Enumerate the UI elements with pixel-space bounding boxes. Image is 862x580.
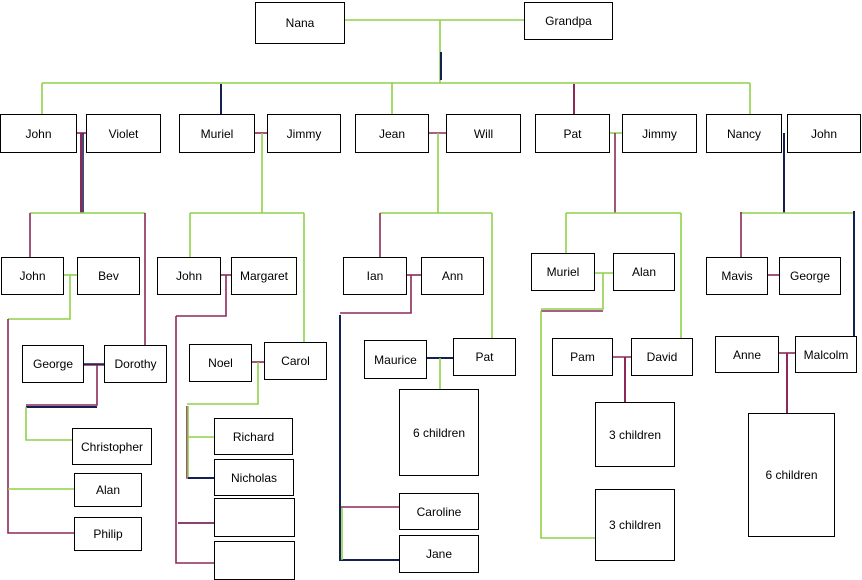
- person-pam: Pam: [552, 338, 613, 376]
- person-anne: Anne: [715, 336, 779, 373]
- person-bev: Bev: [77, 257, 140, 295]
- person-nana: Nana: [255, 2, 345, 44]
- person-john-3: John: [1, 257, 64, 295]
- person-john-2: John: [787, 114, 861, 153]
- person-noel: Noel: [189, 344, 252, 382]
- person-carol: Carol: [264, 342, 327, 380]
- person-george-2: George: [779, 257, 841, 295]
- person-violet: Violet: [86, 114, 161, 153]
- person-george-1: George: [22, 345, 84, 383]
- person-jimmy-2: Jimmy: [622, 114, 697, 153]
- person-mavis: Mavis: [706, 257, 768, 295]
- person-christopher: Christopher: [72, 428, 152, 465]
- person-jimmy-1: Jimmy: [267, 114, 341, 153]
- person-ian: Ian: [343, 257, 407, 295]
- person-ann: Ann: [421, 257, 484, 295]
- person-unnamed-1: [214, 498, 295, 537]
- person-grandpa: Grandpa: [524, 2, 613, 40]
- person-john-4: John: [157, 257, 221, 295]
- person-philip: Philip: [74, 517, 142, 551]
- person-alan-1: Alan: [74, 473, 142, 507]
- person-caroline: Caroline: [399, 493, 479, 530]
- person-will: Will: [446, 114, 521, 153]
- person-pat-1: Pat: [535, 114, 610, 153]
- person-muriel-1: Muriel: [179, 114, 255, 153]
- person-jane: Jane: [399, 535, 479, 573]
- children-group-muriel-alan: 3 children: [595, 489, 675, 561]
- person-margaret: Margaret: [231, 257, 297, 295]
- children-group-anne-malcolm: 6 children: [748, 413, 835, 537]
- person-alan-2: Alan: [613, 253, 675, 291]
- person-malcolm: Malcolm: [795, 336, 857, 373]
- person-nancy: Nancy: [706, 114, 782, 153]
- person-jean: Jean: [355, 114, 429, 153]
- person-muriel-2: Muriel: [531, 253, 595, 291]
- person-maurice: Maurice: [364, 340, 427, 379]
- person-nicholas: Nicholas: [214, 459, 294, 496]
- person-dorothy: Dorothy: [104, 345, 167, 383]
- person-pat-2: Pat: [453, 338, 516, 376]
- person-john-1: John: [0, 114, 77, 153]
- children-group-pam-david: 3 children: [595, 402, 675, 467]
- children-group-maurice-pat: 6 children: [399, 389, 479, 476]
- person-unnamed-2: [214, 541, 295, 580]
- person-richard: Richard: [214, 418, 293, 455]
- person-david: David: [631, 338, 693, 376]
